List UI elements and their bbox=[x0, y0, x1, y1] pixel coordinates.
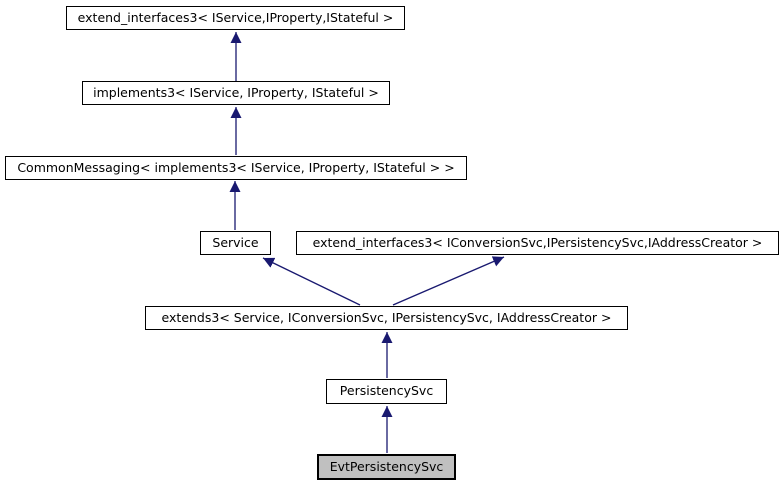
class-node-persistencysvc[interactable]: PersistencySvc bbox=[326, 379, 447, 404]
class-node-extend-interfaces3-conversion[interactable]: extend_interfaces3< IConversionSvc,IPers… bbox=[296, 231, 779, 255]
class-node-extends3[interactable]: extends3< Service, IConversionSvc, IPers… bbox=[145, 306, 628, 330]
class-node-extend-interfaces3-stateful[interactable]: extend_interfaces3< IService,IProperty,I… bbox=[66, 6, 405, 30]
edge-extends3-to-service bbox=[262, 257, 361, 306]
class-node-implements3[interactable]: implements3< IService, IProperty, IState… bbox=[82, 81, 390, 105]
edge-extends3-to-extend-interfaces3-conversion bbox=[392, 256, 505, 306]
class-node-service[interactable]: Service bbox=[200, 231, 271, 255]
class-node-commonmessaging[interactable]: CommonMessaging< implements3< IService, … bbox=[5, 156, 467, 180]
class-node-evtpersistencysvc-current: EvtPersistencySvc bbox=[317, 454, 456, 480]
